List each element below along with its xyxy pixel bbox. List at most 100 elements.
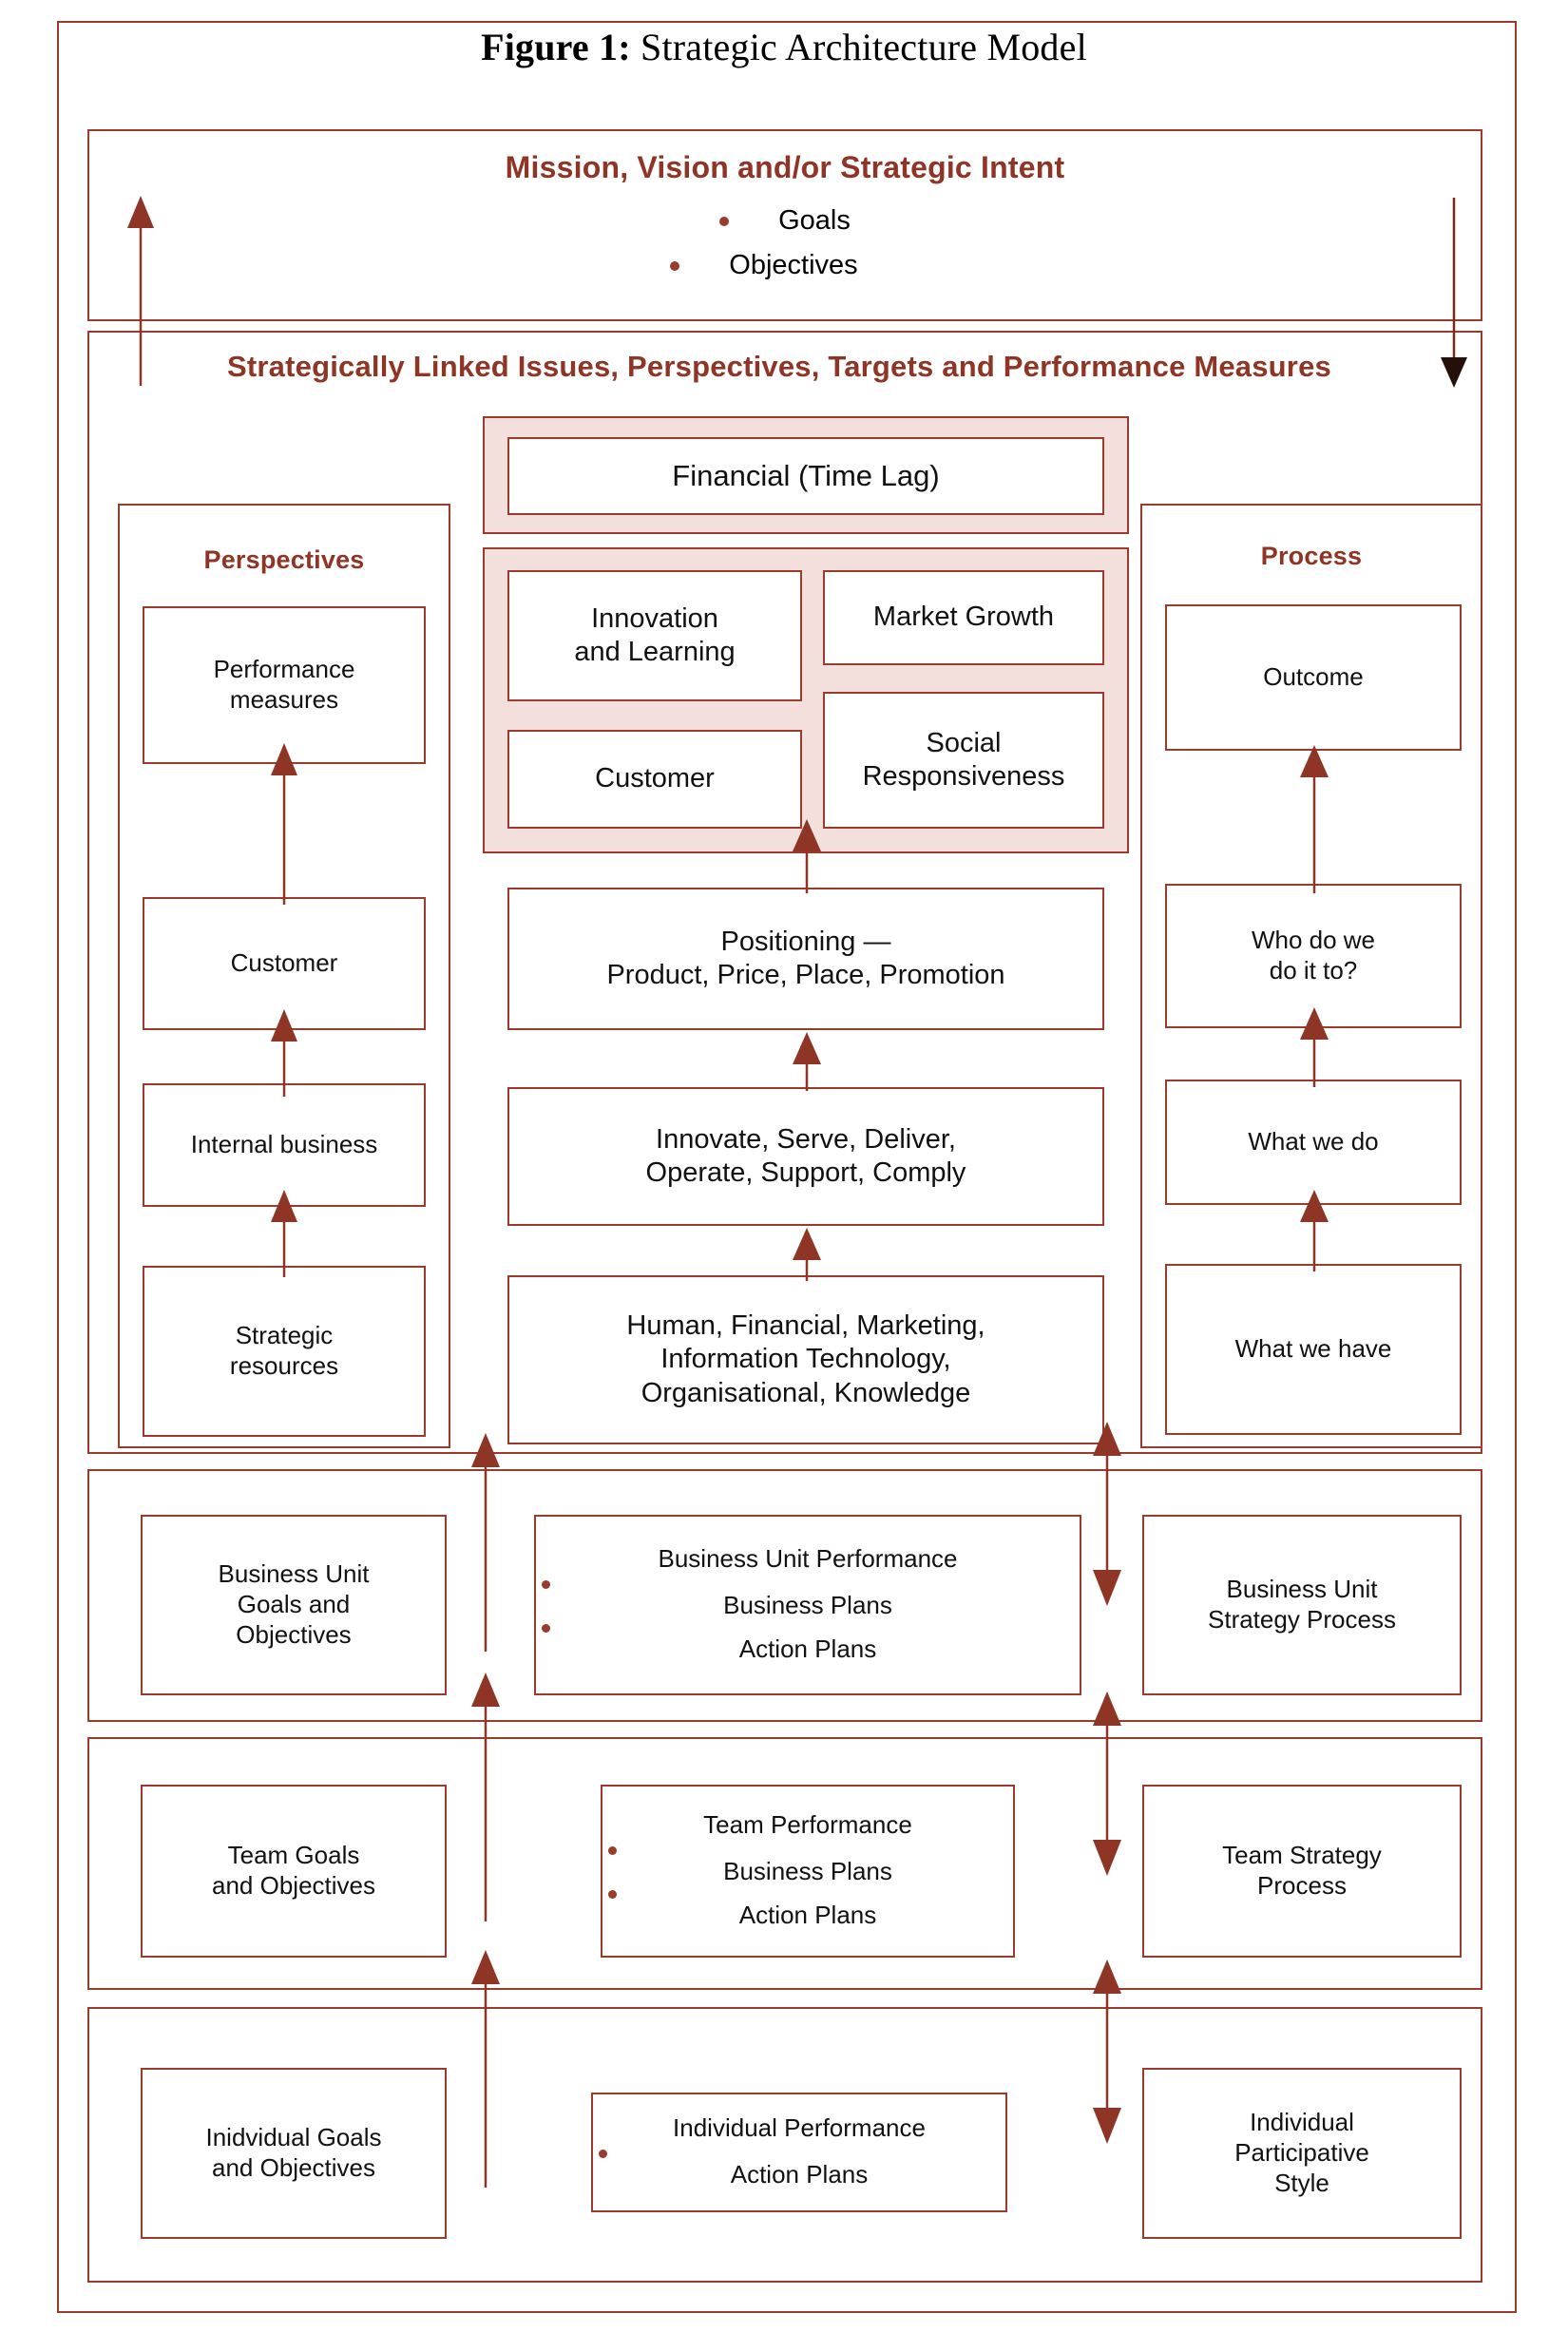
process-item-what-we-do[interactable]: What we do bbox=[1165, 1080, 1462, 1205]
row-center-bullet: Action Plans bbox=[599, 2150, 1019, 2190]
grid-box-label: Market Growth bbox=[872, 602, 1055, 633]
grid-box-customer[interactable]: Customer bbox=[507, 730, 802, 829]
perspectives-item-internal-business[interactable]: Internal business bbox=[143, 1083, 426, 1207]
center-box-human-financial-marketing[interactable]: Human, Financial, Marketing,Information … bbox=[507, 1275, 1104, 1444]
center-arrow-up-2-icon bbox=[793, 1032, 821, 1091]
row-center-bullet: Business Plans bbox=[608, 1845, 1007, 1887]
bullet-dot-icon bbox=[542, 1624, 550, 1634]
figure-title: Figure 1: Strategic Architecture Model bbox=[0, 25, 1568, 69]
grid-box-market-growth[interactable]: Market Growth bbox=[823, 570, 1104, 665]
right-flow-arrow-double-2-icon bbox=[1093, 1692, 1121, 1876]
row-center-box-team-performance[interactable]: Team Performance Business Plans Action P… bbox=[601, 1785, 1015, 1958]
perspectives-arrow-up-2-icon bbox=[271, 1009, 297, 1097]
perspectives-heading: Perspectives bbox=[203, 545, 365, 574]
mission-band bbox=[87, 129, 1482, 321]
perspectives-item-label: Internal business bbox=[190, 1130, 378, 1159]
center-box-label: Human, Financial, Marketing,Information … bbox=[626, 1309, 985, 1408]
row-center-bullet: Action Plans bbox=[542, 1624, 1102, 1665]
row-center-bullet-label: Business Plans bbox=[723, 1590, 892, 1619]
process-item-label: What we do bbox=[1248, 1127, 1379, 1156]
process-item-label: Outcome bbox=[1263, 662, 1364, 692]
mission-bullet-item: Objectives bbox=[87, 250, 1482, 281]
left-flow-arrow-up-2-icon bbox=[471, 1673, 500, 1921]
center-arrow-up-3-icon bbox=[793, 1228, 821, 1281]
bullet-dot-icon bbox=[608, 1890, 617, 1900]
center-arrow-up-1-icon bbox=[793, 819, 821, 893]
perspectives-arrow-up-1-icon bbox=[271, 743, 297, 905]
bullet-dot-icon bbox=[599, 2150, 607, 2158]
row-center-title: Individual Performance bbox=[673, 2112, 926, 2142]
center-box-label: Innovate, Serve, Deliver,Operate, Suppor… bbox=[645, 1123, 966, 1188]
financial-label: Financial (Time Lag) bbox=[672, 459, 940, 493]
row-center-box-individual-performance[interactable]: Individual Performance Action Plans bbox=[591, 2093, 1007, 2212]
mission-up-arrow-icon bbox=[127, 196, 154, 386]
process-item-label: What we have bbox=[1234, 1334, 1392, 1364]
figure-title-text: Strategic Architecture Model bbox=[641, 26, 1087, 68]
mission-heading: Mission, Vision and/or Strategic Intent bbox=[505, 150, 1065, 184]
bullet-dot-icon bbox=[608, 1845, 617, 1855]
bullet-dot-icon bbox=[670, 260, 680, 271]
center-box-label: Positioning —Product, Price, Place, Prom… bbox=[606, 926, 1005, 990]
process-item-outcome[interactable]: Outcome bbox=[1165, 604, 1462, 751]
row-center-title: Team Performance bbox=[703, 1809, 912, 1839]
left-flow-arrow-up-3-icon bbox=[471, 1950, 500, 2188]
mission-bullet-item: Goals bbox=[87, 205, 1482, 237]
row-center-bullet-label: Action Plans bbox=[730, 2160, 869, 2189]
row-center-content: Team Performance Business Plans Action P… bbox=[608, 1808, 1007, 1935]
center-box-innovate-serve-deliver[interactable]: Innovate, Serve, Deliver,Operate, Suppor… bbox=[507, 1087, 1104, 1226]
center-box-positioning[interactable]: Positioning —Product, Price, Place, Prom… bbox=[507, 888, 1104, 1030]
process-heading: Process bbox=[1260, 542, 1363, 570]
linked-issues-heading: Strategically Linked Issues, Perspective… bbox=[227, 350, 1331, 383]
bullet-dot-icon bbox=[719, 216, 730, 226]
row-center-bullet-label: Action Plans bbox=[738, 1634, 877, 1664]
linked-heading-down-arrow-icon bbox=[1441, 198, 1467, 388]
mission-bullet-label: Goals bbox=[778, 205, 851, 236]
row-center-box-business-unit-performance[interactable]: Business Unit Performance Business Plans… bbox=[534, 1515, 1081, 1695]
diagram-outer-border bbox=[57, 21, 1517, 2313]
perspectives-item-label: Customer bbox=[230, 948, 338, 978]
row-center-content: Business Unit Performance Business Plans… bbox=[542, 1542, 1074, 1669]
row-center-bullet-label: Action Plans bbox=[738, 1901, 877, 1930]
right-flow-arrow-double-1-icon bbox=[1093, 1422, 1121, 1606]
row-center-content: Individual Performance Action Plans bbox=[599, 2112, 1000, 2194]
process-arrow-up-3-icon bbox=[1300, 1190, 1329, 1271]
figure-label: Figure 1: bbox=[481, 26, 631, 68]
row-center-title: Business Unit Performance bbox=[658, 1543, 958, 1573]
process-arrow-up-2-icon bbox=[1300, 1007, 1329, 1087]
bullet-dot-icon bbox=[542, 1579, 550, 1589]
mission-bullet-label: Objectives bbox=[729, 250, 858, 280]
row-center-bullet-label: Business Plans bbox=[723, 1856, 892, 1885]
process-arrow-up-1-icon bbox=[1300, 745, 1329, 893]
mission-bullet-list: Goals Objectives bbox=[87, 205, 1482, 281]
grid-box-label: Customer bbox=[595, 763, 715, 794]
process-item-what-we-have[interactable]: What we have bbox=[1165, 1264, 1462, 1435]
perspectives-arrow-up-3-icon bbox=[271, 1190, 297, 1277]
financial-box[interactable]: Financial (Time Lag) bbox=[507, 437, 1104, 515]
right-flow-arrow-double-3-icon bbox=[1093, 1959, 1121, 2144]
left-flow-arrow-up-1-icon bbox=[471, 1433, 500, 1652]
row-center-bullet: Action Plans bbox=[608, 1890, 1036, 1931]
row-center-bullet: Business Plans bbox=[542, 1579, 1074, 1621]
